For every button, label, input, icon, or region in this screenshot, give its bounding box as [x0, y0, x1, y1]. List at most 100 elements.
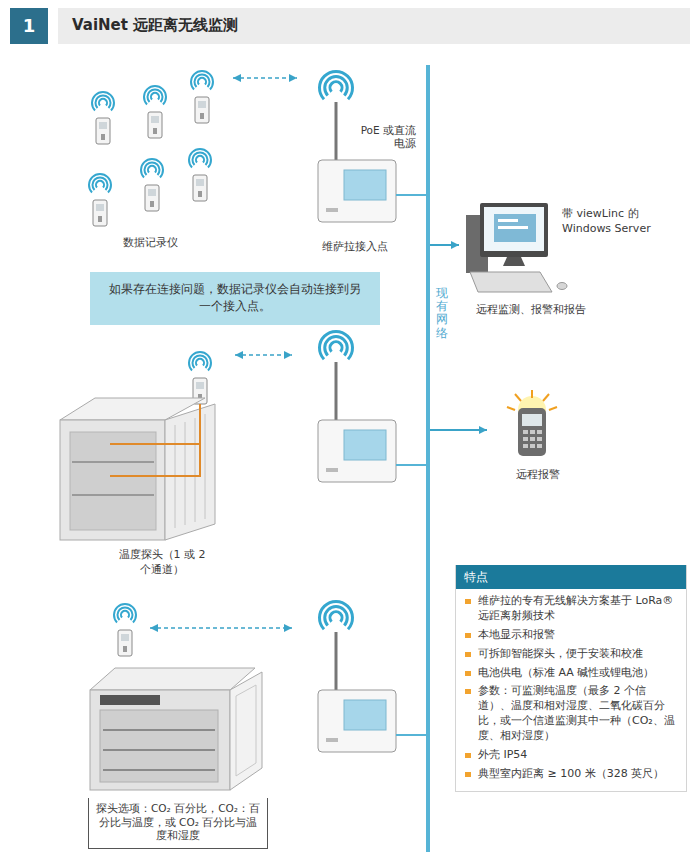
incubator	[103, 769, 215, 771]
server: 带 viewLinc 的 Windows Server 远程监测、报警和报告	[462, 195, 690, 325]
wireless-link	[150, 627, 292, 629]
incubator	[100, 695, 160, 705]
alarm-phone	[523, 430, 542, 448]
alarm-phone	[523, 430, 528, 434]
refrigerator	[195, 418, 196, 522]
data-logger	[191, 71, 213, 90]
incubator	[90, 604, 262, 790]
network-band: 现有网络	[426, 65, 430, 852]
node-subtext: 可拆卸智能探头，便于安装和校准	[456, 647, 686, 662]
node-subtext: 外壳 IP54	[456, 748, 686, 763]
incubator	[103, 749, 215, 751]
refrigerator	[165, 404, 215, 540]
refrigerator	[70, 432, 156, 530]
alarm-phone	[523, 444, 528, 448]
refrigerator	[60, 352, 215, 540]
access-point	[320, 601, 353, 629]
access-point	[318, 102, 396, 222]
incubator	[230, 672, 262, 790]
node-subtext: 参数：可监测纯温度（最多 2 个信道）、温度和相对湿度、二氧化碳百分比，或一个信…	[456, 684, 686, 743]
incubator	[90, 668, 255, 690]
data-logger	[89, 71, 213, 226]
alarm-phone	[531, 390, 533, 398]
connector	[430, 429, 487, 431]
note-box: 如果存在连接问题，数据记录仪会自动连接到另一个接入点。	[90, 272, 380, 325]
server-computer	[557, 283, 567, 290]
data-logger	[141, 159, 163, 178]
node-text: 带 viewLinc 的 Windows Server	[562, 207, 662, 237]
node-text: 数据记录仪	[70, 236, 230, 251]
data-logger	[89, 174, 111, 193]
node-subtext: 远程监测、报警和报告	[476, 303, 656, 318]
network-link	[396, 465, 426, 735]
wireless-link	[150, 355, 292, 628]
server-computer	[484, 207, 544, 251]
features-box: 特点维萨拉的专有无线解决方案基于 LoRa® 远距离射频技术本地显示和报警可拆卸…	[455, 565, 687, 792]
alarm-phone	[530, 444, 535, 448]
node-text: 温度探头（1 或 2 个通道）	[112, 548, 212, 578]
alarm-phone	[515, 394, 521, 401]
alarm-phone	[507, 390, 557, 410]
refrigerator	[60, 420, 165, 540]
data-logger	[93, 200, 107, 226]
section-number: 1	[10, 8, 48, 44]
alarm-phone	[507, 407, 515, 410]
node-text: 特点	[456, 565, 686, 589]
node-text: 现有网络	[436, 287, 448, 340]
probe-options-box: 探头选项：CO₂ 百分比，CO₂：百分比与温度，或 CO₂ 百分比与温度和湿度	[88, 798, 268, 849]
data-logger	[148, 112, 162, 138]
alarm-phone	[543, 394, 549, 401]
alarm-phone	[530, 437, 535, 441]
header-bar	[58, 8, 690, 44]
incubator	[100, 710, 218, 782]
access-point	[318, 632, 396, 752]
data-logger	[92, 92, 114, 111]
alarm-phone	[537, 430, 542, 434]
alarm-phone	[549, 407, 557, 410]
node-subtext: 典型室内距离 ≥ 100 米（328 英尺）	[456, 767, 686, 782]
data-logger	[145, 185, 159, 211]
header-bar	[10, 8, 690, 44]
node-subtext: 本地显示和报警	[456, 628, 686, 643]
server-computer	[466, 203, 567, 292]
node-text: 维萨拉接入点	[300, 240, 410, 255]
alarm-phone	[518, 408, 546, 456]
network-link	[396, 464, 426, 466]
server-computer	[498, 226, 528, 229]
data-logger	[96, 118, 110, 144]
refrigerator	[189, 352, 211, 371]
server-computer	[503, 257, 525, 266]
node-text: 探头选项：CO₂ 百分比，CO₂：百分比与温度，或 CO₂ 百分比与温度和湿度	[95, 802, 261, 843]
incubator	[103, 730, 215, 770]
diagram-title: VaiNet 远距离无线监测	[72, 16, 238, 35]
logger-group: 数据记录仪	[70, 60, 230, 255]
incubator	[90, 690, 230, 790]
header-bar	[10, 8, 48, 44]
alarm-phone	[537, 437, 542, 441]
network-link	[396, 734, 426, 736]
access-point	[318, 362, 396, 482]
node-text: 如果存在连接问题，数据记录仪会自动连接到另一个接入点。	[104, 281, 366, 316]
refrigerator	[72, 494, 154, 496]
alarm-phone	[530, 430, 535, 434]
connector	[233, 77, 297, 79]
incubator	[103, 729, 215, 731]
data-logger	[193, 175, 207, 201]
incubator	[114, 604, 136, 623]
data-logger	[189, 149, 211, 168]
refrigerator-logger: 温度探头（1 或 2 个通道）	[55, 340, 270, 585]
node-subtext: 维萨拉的专有无线解决方案基于 LoRa® 远距离射频技术	[456, 594, 686, 624]
alarm-phone	[523, 437, 528, 441]
data-logger	[195, 97, 209, 123]
wireless-link	[235, 354, 292, 356]
access-point: 维萨拉接入点PoE 或直流 电源	[300, 80, 396, 255]
node-subtext: 电池供电（标准 AA 碱性或锂电池）	[456, 666, 686, 681]
refrigerator	[185, 422, 186, 525]
server-computer	[498, 219, 518, 222]
alarm-phone	[537, 444, 542, 448]
incubator	[118, 630, 132, 656]
access-point	[318, 71, 396, 752]
remote-alarm: 远程报警	[490, 392, 585, 492]
server-computer	[480, 203, 548, 257]
node-subtext: PoE 或直流 电源	[350, 124, 416, 150]
